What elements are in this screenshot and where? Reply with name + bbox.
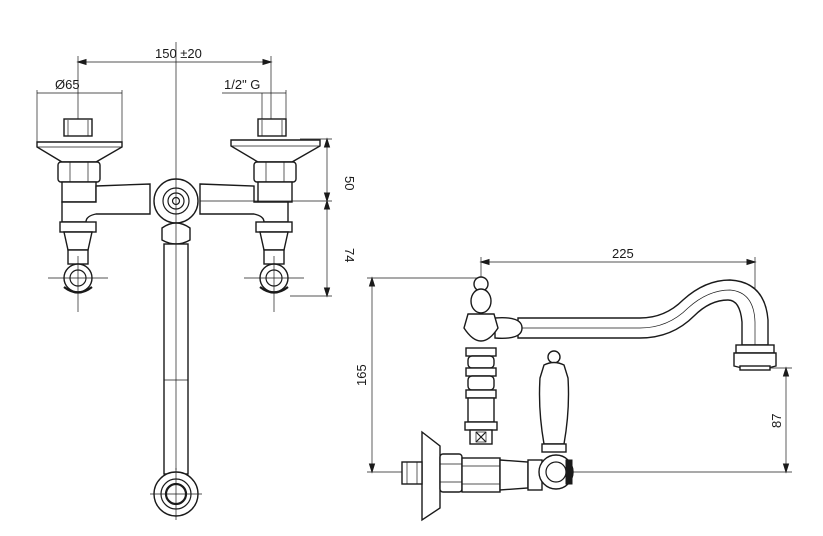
front-view: 150 ±20 Ø65 1/2" G [36,42,357,520]
right-flange [230,118,321,203]
left-valve [48,221,108,312]
dim-spout-reach: 225 [479,246,757,345]
side-handle [538,350,574,490]
side-view: 225 165 87 [354,246,792,522]
dim-thread-label: 1/2" G [224,77,260,92]
dim-thread: 1/2" G [222,77,287,120]
dim-flange-diameter: Ø65 [36,77,123,142]
dim-height-upper-label: 50 [342,176,357,190]
side-spout-arm [494,279,777,371]
dim-spacing: 150 ±20 [76,46,273,128]
right-valve [244,221,304,312]
dim-spout-reach-label: 225 [612,246,634,261]
dim-total-height-label: 165 [354,364,369,386]
dim-total-height: 165 [354,276,478,474]
dim-spout-height-label: 87 [769,414,784,428]
dim-height-upper: 50 [200,137,357,203]
dim-height-lower: 74 [290,199,357,298]
dim-spout-height: 87 [570,366,792,474]
dim-flange-diameter-label: Ø65 [55,77,80,92]
side-wall-connection [401,430,543,522]
dim-height-lower-label: 74 [342,248,357,262]
side-column [463,276,499,445]
left-flange [36,118,123,203]
dim-spacing-label: 150 ±20 [155,46,202,61]
